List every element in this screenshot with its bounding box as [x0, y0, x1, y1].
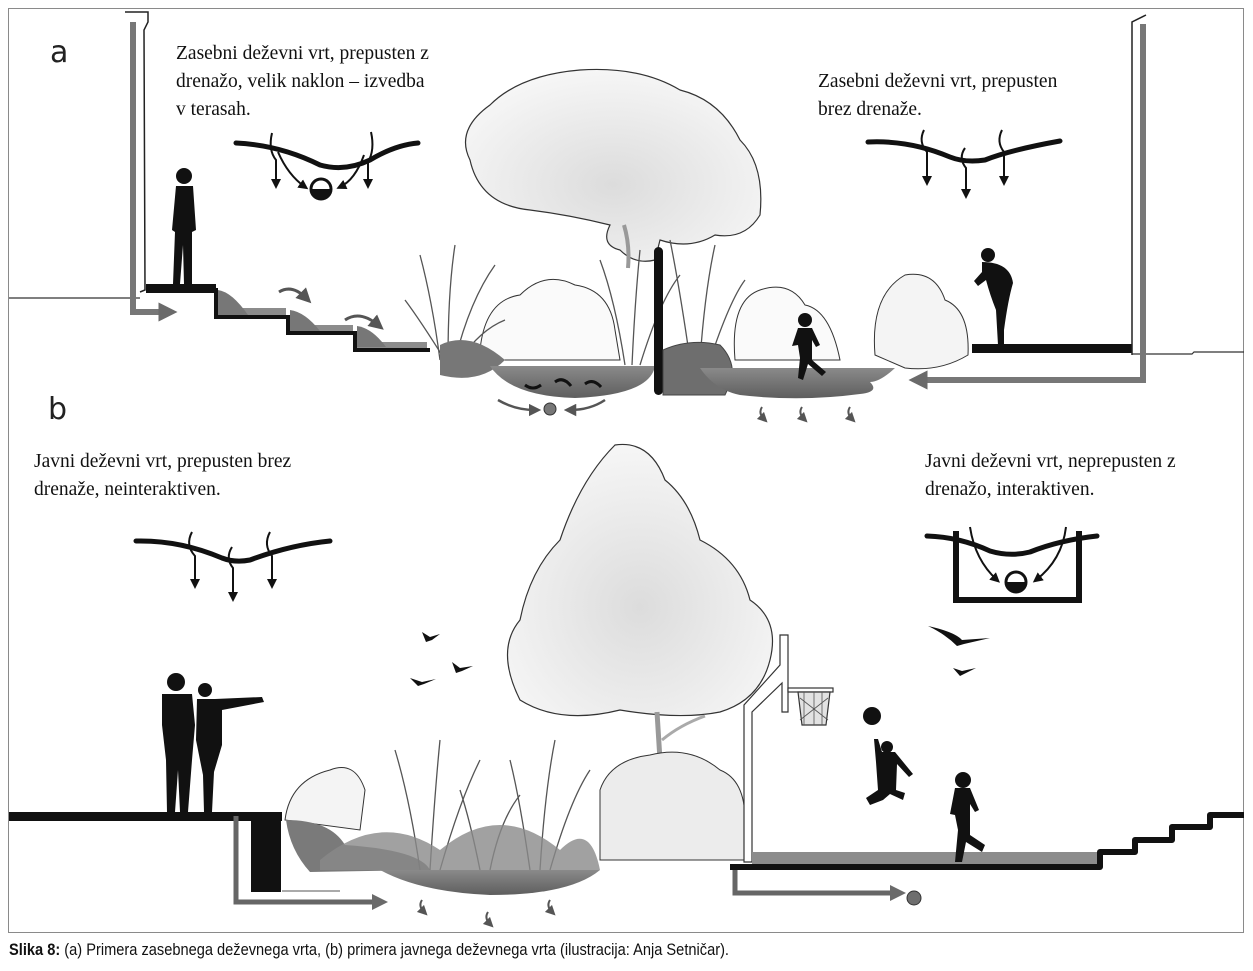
infiltration-without-drain-icon — [133, 531, 333, 602]
lined-basin-with-drain-icon — [924, 526, 1100, 603]
deck-slab — [146, 284, 216, 293]
barrier-wall — [654, 247, 663, 395]
terrace-steps — [214, 288, 430, 352]
downspout-arrow-left — [130, 22, 178, 322]
figure-caption: Slika 8: (a) Primera zasebnega deževnega… — [9, 940, 729, 960]
flow-arrow — [497, 398, 542, 417]
rock-pile — [357, 326, 386, 347]
panel-a-right-label: Zasebni deževni vrt, prepusten brez dren… — [818, 71, 1058, 120]
terrace-water — [290, 325, 353, 331]
person-silhouette — [172, 168, 196, 284]
rock-pile — [218, 290, 248, 315]
fern-clump — [440, 340, 505, 378]
terrace-water — [357, 342, 427, 348]
child-jumping-silhouette — [866, 739, 913, 805]
panel-a-left-label: Zasebni deževni vrt, prepusten z drenažo… — [176, 43, 429, 120]
shrub — [479, 278, 621, 361]
infiltration-arrows — [756, 406, 856, 423]
panel-letter-b: b — [48, 392, 68, 427]
tree-large — [506, 443, 774, 761]
panel-b-scene — [9, 443, 1244, 928]
house-wall-left — [125, 11, 149, 293]
house-wall-right — [1131, 14, 1147, 355]
infiltration-with-drain-icon — [233, 131, 421, 201]
caption-prefix: Slika 8: — [9, 940, 61, 959]
person-silhouette — [974, 248, 1013, 345]
panel-b-right-label: Javni deževni vrt, neprepusten z drenažo… — [925, 451, 1176, 500]
basin-pond — [490, 366, 655, 398]
infiltration-without-drain-icon — [865, 129, 1063, 199]
shrub-right — [873, 273, 969, 370]
court-surface — [752, 852, 1102, 865]
retaining-wall — [251, 812, 281, 892]
panel-letter-a: a — [50, 35, 69, 70]
infiltration-zone — [700, 368, 895, 399]
infiltration-arrows — [416, 899, 556, 928]
overflow-arrow — [344, 314, 384, 330]
downspout-arrow-right — [908, 24, 1146, 390]
drain-pipe — [543, 402, 557, 416]
deck-slab — [9, 812, 282, 821]
birds — [410, 632, 473, 686]
fern-clump — [320, 825, 600, 870]
drain-pipe — [906, 890, 922, 906]
terrace-water — [218, 308, 286, 315]
deck-slab — [972, 344, 1132, 353]
overflow-pipe-arrow — [233, 816, 389, 911]
child-running-silhouette — [792, 313, 826, 380]
shrub — [599, 751, 746, 861]
child-running-silhouette — [950, 772, 985, 862]
flow-arrow — [563, 398, 606, 417]
shrub — [284, 767, 366, 831]
rock-pile — [290, 310, 320, 331]
tree-large — [464, 68, 762, 269]
basin-pond — [380, 870, 600, 895]
birds — [928, 626, 990, 676]
drain-arrow — [732, 870, 907, 902]
basketball — [863, 707, 881, 725]
caption-text: (a) Primera zasebnega deževnega vrta, (b… — [60, 940, 730, 959]
overflow-arrow — [278, 287, 312, 304]
ground-line — [1132, 351, 1244, 355]
stones — [524, 378, 603, 390]
panel-b-left-label: Javni deževni vrt, prepusten brez drenaž… — [34, 451, 292, 500]
basketball-hoop — [743, 634, 834, 863]
panel-a-scene — [9, 11, 1244, 423]
couple-silhouette — [162, 673, 264, 812]
shrub — [733, 286, 841, 361]
court-slab-steps — [730, 812, 1244, 870]
